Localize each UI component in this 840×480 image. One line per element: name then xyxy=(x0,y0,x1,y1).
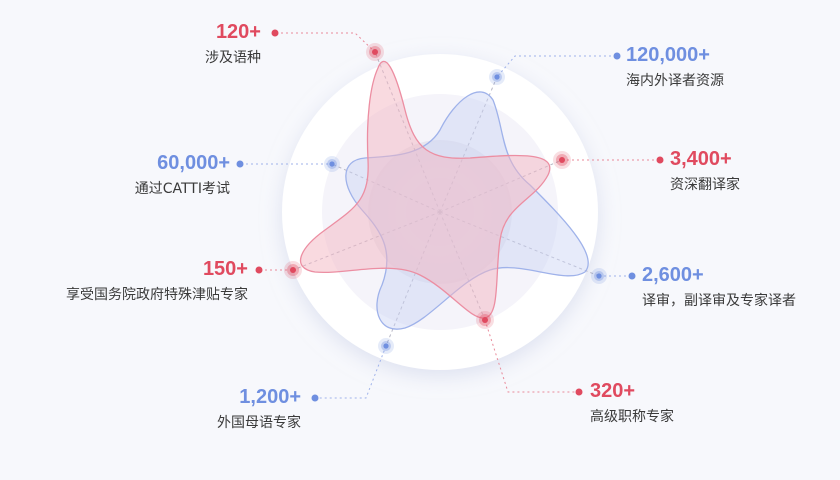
stat-senior-experts: 320+ 高级职称专家 xyxy=(590,380,674,426)
stat-label: 涉及语种 xyxy=(205,50,261,66)
vertex-blue-2 xyxy=(591,268,607,284)
stat-senior-translators: 3,400+ 资深翻译家 xyxy=(670,148,740,194)
stat-value: 3,400+ xyxy=(670,148,732,170)
label-dots xyxy=(236,29,664,402)
vertex-red-4 xyxy=(284,261,302,279)
stat-label: 资深翻译家 xyxy=(670,177,740,193)
stat-reviewers: 2,600+ 译审，副译审及专家译者 xyxy=(642,264,796,310)
vertex-red-3 xyxy=(476,311,494,329)
stat-label: 海内外译者资源 xyxy=(626,73,724,89)
stat-label: 译审，副译审及专家译者 xyxy=(642,293,796,309)
stat-value: 1,200+ xyxy=(239,386,301,408)
stat-allowance-experts: 150+ 享受国务院政府特殊津贴专家 xyxy=(66,258,248,304)
vertex-markers xyxy=(284,43,607,354)
vertex-red-1 xyxy=(366,43,384,61)
stat-value: 120+ xyxy=(215,21,261,43)
stat-native-experts: 1,200+ 外国母语专家 xyxy=(217,386,301,432)
vertex-red-2 xyxy=(553,151,571,169)
vertex-blue-1 xyxy=(489,69,505,85)
vertex-blue-3 xyxy=(378,338,394,354)
stat-label: 高级职称专家 xyxy=(590,409,674,425)
vertex-blue-4 xyxy=(324,156,340,172)
stat-languages: 120+ 涉及语种 xyxy=(205,21,261,67)
stat-label: 外国母语专家 xyxy=(217,415,301,431)
stat-label: 享受国务院政府特殊津贴专家 xyxy=(66,287,248,303)
connectors xyxy=(241,32,659,399)
stat-value: 60,000+ xyxy=(157,152,230,174)
stat-translators: 120,000+ 海内外译者资源 xyxy=(626,44,724,90)
stat-value: 320+ xyxy=(590,380,636,402)
stat-label: 通过CATTI考试 xyxy=(134,181,230,197)
stat-catti: 60,000+ 通过CATTI考试 xyxy=(135,152,230,198)
stat-value: 120,000+ xyxy=(626,44,710,66)
stat-value: 2,600+ xyxy=(642,264,704,286)
stat-value: 150+ xyxy=(202,258,248,280)
